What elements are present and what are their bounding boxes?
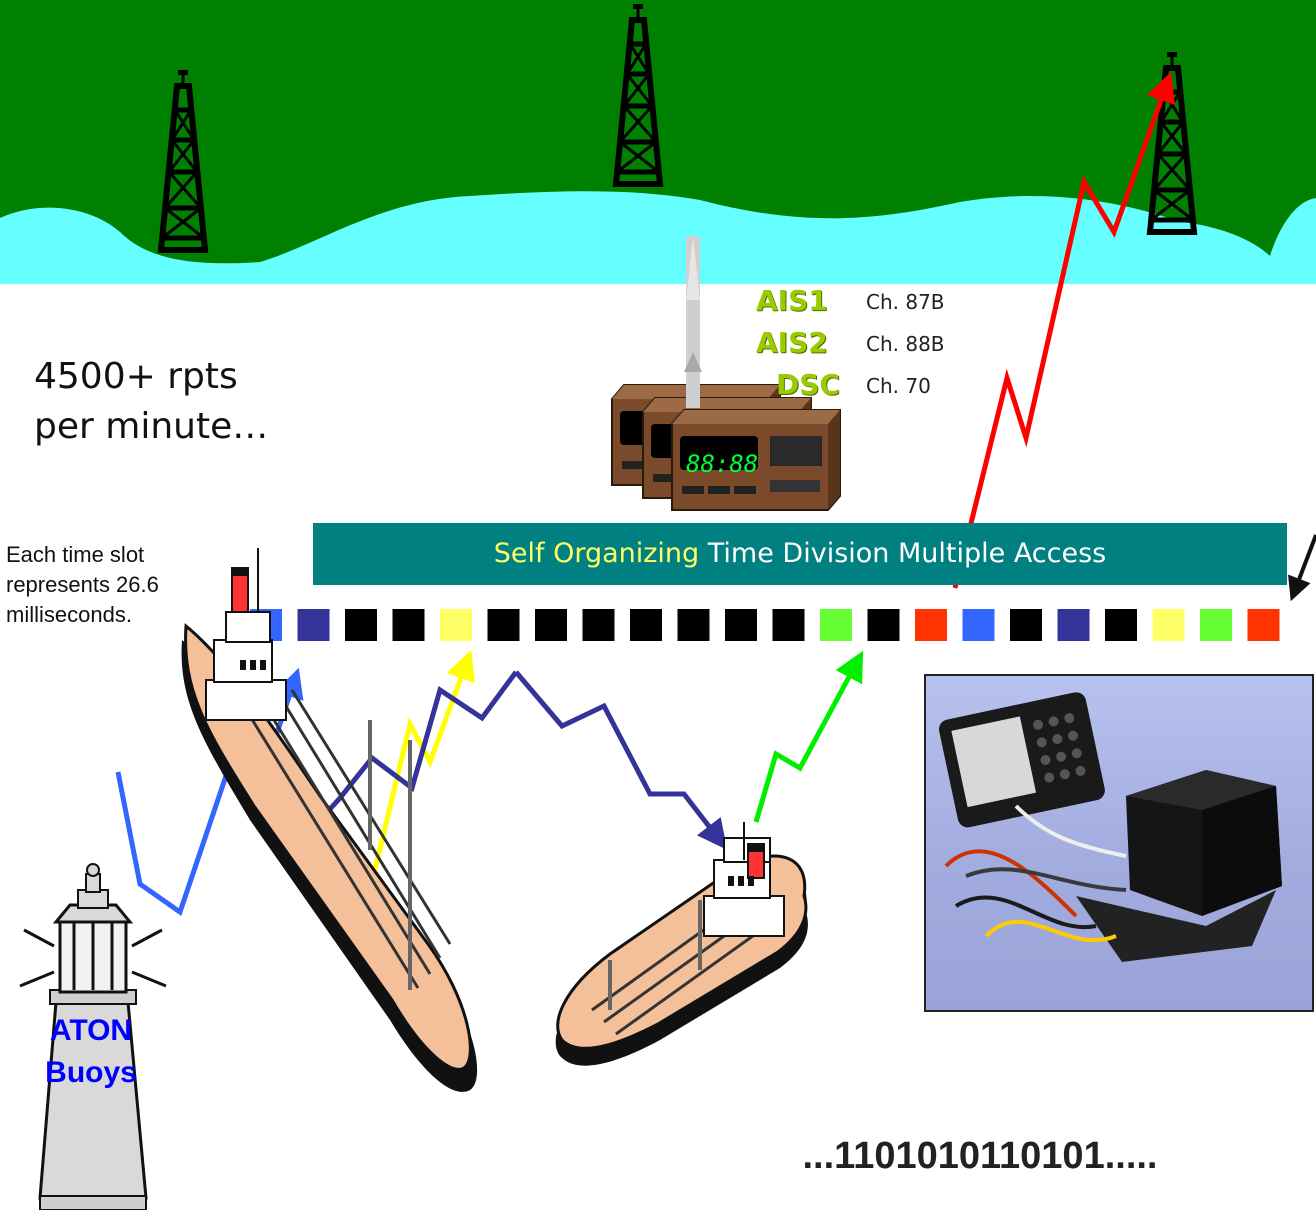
shoreline-land bbox=[0, 0, 1316, 264]
time-slot bbox=[1200, 609, 1232, 641]
channel-name: AIS2 bbox=[756, 326, 828, 359]
banner-rest: Time Division Multiple Access bbox=[699, 538, 1107, 569]
time-slot bbox=[1010, 609, 1042, 641]
green-transmission-arrow bbox=[753, 650, 864, 823]
channel-list: AIS1 Ch. 87B AIS2 Ch. 88B DSC Ch. 70 bbox=[700, 280, 1000, 410]
time-slot bbox=[820, 609, 852, 641]
channel-number: Ch. 70 bbox=[866, 374, 931, 398]
time-slot bbox=[1105, 609, 1137, 641]
slot-bar bbox=[250, 609, 1280, 641]
time-slot bbox=[392, 609, 425, 641]
ship-icon bbox=[555, 822, 808, 1066]
vhf-radio-icon: 88:88 bbox=[611, 236, 841, 511]
time-slot bbox=[677, 609, 710, 641]
channel-number: Ch. 87B bbox=[866, 290, 945, 314]
ais-equipment-photo bbox=[924, 674, 1314, 1012]
time-slot bbox=[1152, 609, 1185, 641]
black-transmission-arrow bbox=[1288, 534, 1316, 602]
channel-name: DSC bbox=[776, 368, 840, 401]
ship-icon bbox=[181, 548, 478, 1092]
time-slot bbox=[630, 609, 662, 641]
time-slot bbox=[772, 609, 805, 641]
time-slot bbox=[962, 609, 995, 641]
bitstream-text: ...1101010110101..... bbox=[802, 1135, 1158, 1177]
report-rate-text: 4500+ rpts per minute… bbox=[34, 356, 269, 447]
time-slot bbox=[725, 609, 757, 641]
time-slot bbox=[1247, 609, 1280, 641]
channel-number: Ch. 88B bbox=[866, 332, 945, 356]
aton-buoys-label: ATON Buoys bbox=[45, 1014, 137, 1089]
sotdma-banner: Self Organizing Time Division Multiple A… bbox=[313, 523, 1287, 585]
time-slot bbox=[345, 609, 377, 641]
time-slot bbox=[440, 609, 472, 641]
radio-display: 88:88 bbox=[686, 450, 758, 478]
time-slot bbox=[535, 609, 567, 641]
time-slot bbox=[582, 609, 615, 641]
time-slot bbox=[867, 609, 900, 641]
time-slot bbox=[487, 609, 520, 641]
time-slot bbox=[915, 609, 947, 641]
ais-equipment-illustration bbox=[938, 692, 1282, 962]
red-transmission-arrow bbox=[952, 71, 1176, 589]
lighthouse-icon bbox=[19, 863, 167, 1210]
time-slot bbox=[297, 609, 330, 641]
banner-highlight: Self Organizing bbox=[493, 538, 700, 569]
time-slot bbox=[1057, 609, 1090, 641]
slot-duration-note: Each time slot represents 26.6 milliseco… bbox=[6, 542, 159, 627]
channel-name: AIS1 bbox=[756, 284, 828, 317]
navy-transmission-arrow bbox=[514, 670, 728, 850]
